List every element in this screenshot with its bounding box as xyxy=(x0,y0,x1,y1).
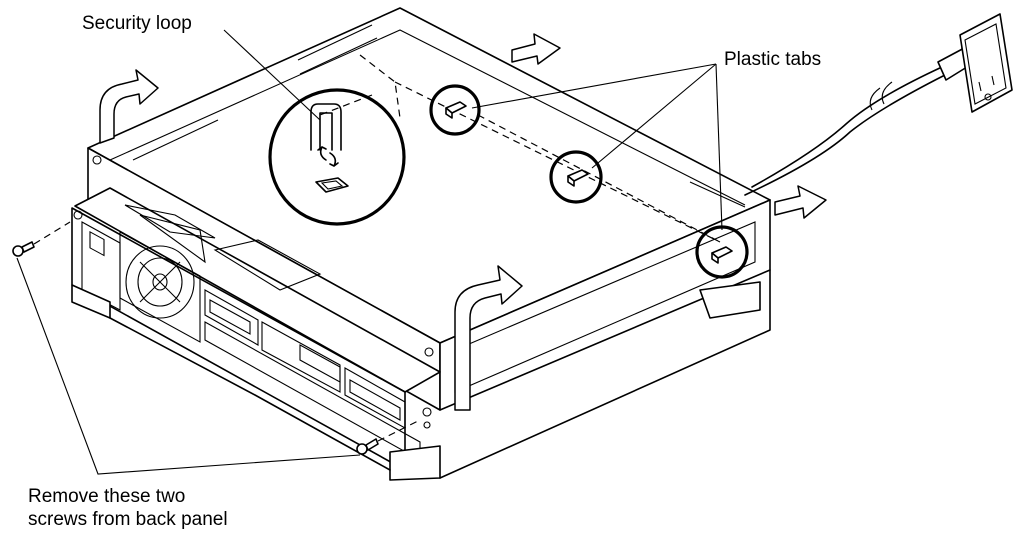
remove-screws-label-line1: Remove these two xyxy=(28,486,186,507)
leader-lines xyxy=(16,29,723,475)
cover-top-rim xyxy=(109,29,746,206)
wall-outlet xyxy=(959,13,1013,113)
plastic-tab-1 xyxy=(429,84,481,136)
lift-arrow-right xyxy=(774,185,827,219)
remove-screws-label: Remove these two screws from back panel xyxy=(28,485,228,531)
security-loop-detail xyxy=(268,88,406,226)
base-unit xyxy=(71,187,771,481)
remove-screws-label-line2: screws from back panel xyxy=(28,509,228,530)
plastic-tab-2 xyxy=(549,150,603,204)
plastic-tabs-label: Plastic tabs xyxy=(724,49,822,70)
lift-arrow-top xyxy=(511,33,561,65)
back-panel-top xyxy=(74,187,441,393)
foot-front xyxy=(389,445,441,481)
screw-left xyxy=(12,221,71,257)
screw-front xyxy=(356,419,421,455)
security-loop-label: Security loop xyxy=(82,13,192,34)
lift-arrow-left xyxy=(99,69,159,144)
foot-right xyxy=(699,281,761,319)
lift-arrow-front xyxy=(454,265,523,411)
